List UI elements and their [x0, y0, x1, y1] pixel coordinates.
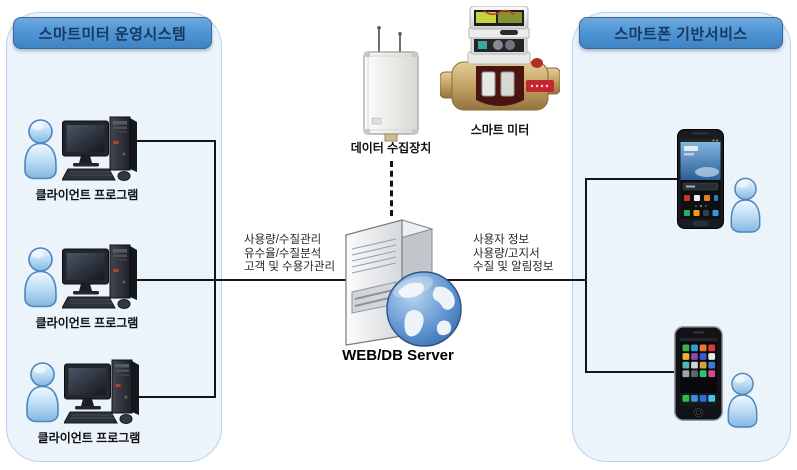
- line-bus-to-phone1: [585, 178, 678, 180]
- line-server-to-right-bus: [440, 279, 587, 281]
- iphone-smartphone-icon: [674, 326, 723, 421]
- client-group-1: 클라이언트 프로그램: [22, 114, 152, 204]
- desktop-computer-icon: [62, 244, 137, 309]
- left-panel-title: 스마트미터 운영시스템: [13, 17, 212, 49]
- line-client2-to-server: [136, 279, 348, 281]
- user-person-icon: [730, 177, 761, 233]
- client-group-2: 클라이언트 프로그램: [22, 242, 152, 332]
- client-program-label: 클라이언트 프로그램: [35, 188, 139, 202]
- right-panel-title-text: 스마트폰 기반서비스: [614, 25, 748, 43]
- link-text-line: 고객 및 수용가관리: [244, 261, 336, 273]
- link-text-line: 사용량/고지서: [473, 247, 540, 260]
- link-text-line: 사용자 정보: [473, 234, 530, 246]
- user-person-icon: [26, 362, 59, 423]
- data-collector-label: 데이터 수집장치: [350, 141, 432, 155]
- user-person-icon: [24, 119, 57, 180]
- right-panel-title: 스마트폰 기반서비스: [579, 17, 783, 49]
- link-text-line: 유수율/수질분석: [244, 247, 322, 260]
- client-program-label: 클라이언트 프로그램: [35, 316, 139, 330]
- line-left-bus-vertical: [214, 140, 216, 398]
- user-person-icon: [24, 247, 57, 308]
- android-smartphone-icon: [677, 129, 724, 229]
- client-group-3: 클라이언트 프로그램: [24, 357, 154, 447]
- line-bus-to-phone2: [585, 371, 676, 373]
- server-tower-globe-icon: [344, 219, 462, 347]
- line-client3-to-bus: [138, 396, 216, 398]
- line-right-bus-vertical: [585, 178, 587, 373]
- link-text-line: 수질 및 알림정보: [473, 261, 554, 273]
- client-program-label: 클라이언트 프로그램: [37, 431, 141, 445]
- smart-water-meter-icon: [440, 6, 560, 111]
- left-panel-title-text: 스마트미터 운영시스템: [38, 25, 187, 43]
- server-to-phones-link-text: 사용자 정보 사용량/고지서 수질 및 알림정보: [473, 234, 553, 275]
- line-collector-to-server-dashed: [390, 161, 393, 216]
- smart-meter-label: 스마트 미터: [470, 123, 530, 137]
- data-collector-device-icon: [363, 26, 419, 142]
- desktop-computer-icon: [64, 359, 139, 424]
- line-client1-to-bus: [136, 140, 216, 142]
- desktop-computer-icon: [62, 116, 137, 181]
- server-to-clients-link-text: 사용량/수질관리 유수율/수질분석 고객 및 수용가관리: [244, 234, 335, 275]
- user-person-icon: [727, 372, 758, 428]
- webdb-server-label: WEB/DB Server: [342, 347, 454, 364]
- link-text-line: 사용량/수질관리: [244, 234, 322, 246]
